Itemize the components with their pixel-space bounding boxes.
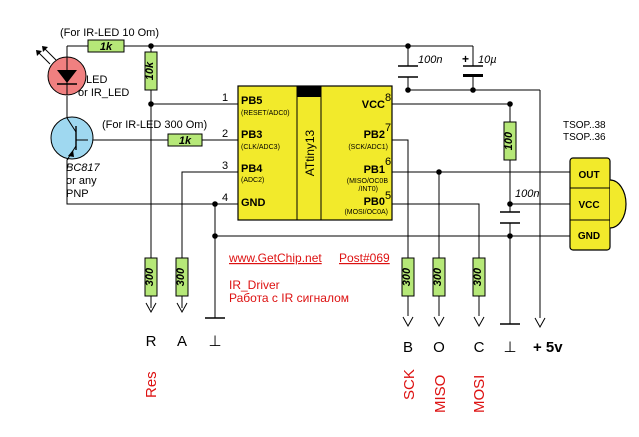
resistor-value: 300 [144,267,156,286]
chip-name: ATtiny13 [303,129,317,176]
pin-function: (SCK/ADC1) [348,144,388,151]
resistor-300-miso: 300 [432,257,446,297]
capacitor-value: 10µ [478,54,497,66]
terminal-b: B [403,339,413,356]
transistor-model: BC817 [66,162,101,174]
project-title: IR_Driver [229,278,280,292]
resistor-value: 300 [175,267,187,286]
note-ir-led-300: (For IR-LED 300 Om) [102,119,207,131]
label-sck: SCK [401,369,418,400]
pin-name: PB2 [364,129,385,141]
terminal-gnd-left: ⊥ [208,333,221,350]
pin-number: 1 [222,92,228,104]
label-res: Res [143,371,160,398]
pin-function: (MISO/OC0B [347,178,389,185]
terminal-labels: R A ⊥ B O C ⊥ + 5v [146,333,564,356]
capacitor-value: 100n [418,54,442,66]
led: LED or IR_LED [36,46,129,99]
resistor-300-a: 300 [175,257,189,297]
pin-name: PB1 [364,164,385,176]
pin-name: VCC [362,99,385,111]
resistor-10k-pullup: 10k [144,51,158,91]
label-mosi: MOSI [471,375,488,413]
tsop-receiver: OUT VCC GND TSOP..38 TSOP..36 [563,120,627,251]
resistor-value: 1k [100,41,113,53]
capacitor-polarity: + [462,52,469,66]
tsop-model-38: TSOP..38 [563,120,606,131]
led-label-alt: or IR_LED [78,87,129,99]
tsop-model-36: TSOP..36 [563,132,606,143]
pin-number: 4 [222,192,228,204]
tsop-pin-gnd: GND [578,231,600,242]
pin-function: (RESET/ADC0) [241,110,290,117]
resistor-value: 300 [472,267,484,286]
pin-number: 2 [222,128,228,140]
project-subtitle: Работа с IR сигналом [229,291,349,305]
transistor-alt: or any [66,175,97,187]
resistor-value: 300 [401,267,413,286]
tsop-pin-vcc: VCC [578,200,599,211]
terminal-r: R [146,333,157,350]
capacitor-100n-top: 100n [398,54,442,78]
pin-function: (CLK/ADC3) [241,144,280,151]
pin-number: 6 [385,156,391,168]
post-number: Post#069 [339,251,390,265]
resistor-100-vcc: 100 [503,121,517,161]
transistor: BC817 or any PNP [50,116,101,200]
resistor-value: 300 [432,267,444,286]
pin-name: GND [241,197,266,209]
pin-name: PB4 [241,163,263,175]
wires [66,45,570,318]
attiny13-chip: ATtiny13 [237,85,393,221]
resistor-value: 10k [144,61,156,80]
pin-number: 8 [385,92,391,104]
capacitor-10u: + 10µ [462,52,497,77]
terminal-plus-5v: + 5v [533,339,563,356]
pin-name: PB0 [364,196,385,208]
terminal-c: C [474,339,485,356]
pin-function-cont: /INT0) [359,186,378,193]
pin-name: PB3 [241,129,262,141]
pin-number: 7 [385,122,391,134]
arrowheads [145,302,546,329]
pin-number: 5 [385,190,391,202]
terminal-o: O [433,339,445,356]
terminal-gnd-right: ⊥ [503,339,516,356]
pin-name: PB5 [241,95,262,107]
terminal-a: A [177,333,187,350]
signal-labels: Res SCK MISO MOSI [143,369,488,413]
resistor-value: 100 [503,131,515,150]
label-miso: MISO [432,375,449,413]
chip-pin-labels: 1 PB5 (RESET/ADC0) 2 PB3 (CLK/ADC3) 3 PB… [222,92,391,216]
junction-dots [148,43,513,239]
pin-function: (ADC2) [241,177,264,184]
led-label: LED [86,74,107,86]
site-link[interactable]: www.GetChip.net [228,251,322,265]
capacitor-100n-bottom: 100n [500,188,539,224]
resistor-300-res: 300 [144,257,158,297]
credits: www.GetChip.net Post#069 IR_Driver Работ… [228,251,390,305]
resistor-value: 1k [179,135,192,147]
ground-symbols [205,317,520,325]
pin-function: (MOSI/OC0A) [344,209,388,216]
transistor-type: PNP [66,188,89,200]
note-ir-led-10: (For IR-LED 10 Om) [60,27,159,39]
resistor-1k-base: 1k [167,133,203,147]
resistor-1k-top: 1k [87,39,125,53]
resistor-300-mosi: 300 [472,257,486,297]
tsop-pin-out: OUT [578,170,599,181]
pin-number: 3 [222,160,228,172]
capacitor-value: 100n [515,188,539,200]
resistor-300-sck: 300 [401,257,415,297]
